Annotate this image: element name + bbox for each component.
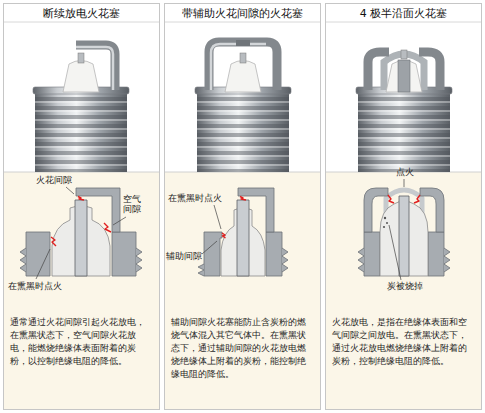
spark-plug-photo	[33, 45, 129, 172]
metal-shell	[428, 232, 444, 276]
metal-shell	[26, 232, 50, 276]
cross-section	[20, 187, 142, 279]
spark-mark	[388, 195, 394, 203]
thread-body	[33, 87, 129, 172]
callout-label: 点火	[396, 167, 414, 177]
panel-grounds	[4, 22, 481, 409]
electrode-highlight	[76, 47, 113, 90]
panel-box: 4 极半沿面火花塞火花放电，是指在绝缘体表面和空气间隙之间放电。在熏黑状态下，通…	[325, 3, 482, 410]
leader-line	[389, 225, 401, 280]
metal-shell	[112, 232, 136, 276]
center-electrode	[399, 196, 409, 276]
ground-electrode	[419, 52, 440, 90]
metal-shell	[204, 232, 222, 276]
callout-label: 辅助间隙	[166, 251, 202, 261]
ground-electrode	[364, 188, 388, 232]
panel-ground	[4, 172, 159, 409]
panel-title: 断续放电火花塞	[10, 4, 153, 23]
panel-title: 4 极半沿面火花塞	[332, 4, 475, 23]
panel-description: 通常通过火花间隙引起火花放电，在熏黑状态下，空气间隙火花放电，能燃烧绝缘体表面附…	[10, 316, 153, 368]
spark-mark	[414, 195, 420, 203]
carbon-dot	[386, 222, 388, 224]
callout-label: 在熏黑时点火	[8, 281, 62, 291]
center-electrode	[78, 53, 84, 63]
ground-electrode	[238, 188, 274, 232]
thread-body	[195, 87, 291, 172]
spark-plug-photo	[195, 40, 291, 172]
thread-teeth	[20, 248, 26, 272]
divider-line	[165, 22, 320, 23]
panel-ground	[165, 172, 320, 409]
ground-electrode	[368, 52, 389, 90]
thread-teeth	[282, 248, 288, 272]
panel-description: 辅助间隙火花塞能防止含炭粉的燃烧气体混入其它气体中。在熏黑状态下，通过辅助间隙的…	[171, 316, 314, 381]
thread-teeth	[358, 248, 364, 272]
callout-label: 火花间隙	[36, 175, 72, 185]
metal-shell	[364, 232, 380, 276]
metal-shell	[266, 232, 282, 276]
callout-label: 空气间隙	[123, 194, 142, 214]
center-electrode	[237, 200, 249, 276]
divider-line	[326, 22, 481, 23]
center-electrode	[75, 200, 87, 276]
leader-line	[404, 179, 405, 187]
front-electrode	[398, 60, 410, 92]
spark-mark	[104, 223, 111, 232]
spark-mark	[240, 197, 246, 201]
insulator-tip	[63, 61, 99, 93]
ground-electrode	[76, 188, 120, 232]
spark-mark	[78, 197, 84, 201]
panel-description: 火花放电，是指在绝缘体表面和空气间隙之间放电。在熏黑状态下，通过火花放电燃烧绝缘…	[332, 316, 475, 368]
thread-teeth	[198, 264, 204, 276]
spark-mark	[51, 237, 56, 246]
electrode-slot	[236, 40, 250, 46]
insulator-tip	[225, 61, 261, 93]
panel-box: 带辅助火花间隙的火花塞辅助间隙火花塞能防止含炭粉的燃烧气体混入其它气体中。在熏黑…	[164, 3, 321, 410]
leader-line	[113, 217, 126, 225]
panel-ground	[326, 172, 481, 409]
cross-section	[358, 179, 450, 280]
divider-line	[4, 22, 159, 23]
leader-line	[66, 187, 74, 194]
thread-teeth	[136, 248, 142, 272]
center-electrode	[240, 53, 246, 63]
ground-electrode	[209, 42, 277, 90]
leader-line	[36, 249, 50, 279]
callout-label: 在熏黑时点火	[168, 193, 222, 203]
spark-plug-photo	[356, 50, 452, 172]
carbon-dot	[383, 226, 385, 228]
electrode-highlight	[211, 44, 266, 90]
leader-line	[202, 241, 217, 254]
ground-electrode	[420, 188, 444, 232]
thread-body	[356, 87, 452, 172]
leader-line	[214, 205, 221, 229]
thread-teeth	[444, 248, 450, 272]
panel-title: 带辅助火花间隙的火花塞	[171, 4, 314, 23]
insulator-tip	[386, 61, 422, 93]
center-electrode	[401, 50, 407, 59]
carbon-dot	[384, 217, 386, 219]
ground-electrode	[76, 45, 115, 90]
spark-mark	[222, 233, 226, 238]
callout-label: 炭被烧掉	[387, 281, 423, 291]
